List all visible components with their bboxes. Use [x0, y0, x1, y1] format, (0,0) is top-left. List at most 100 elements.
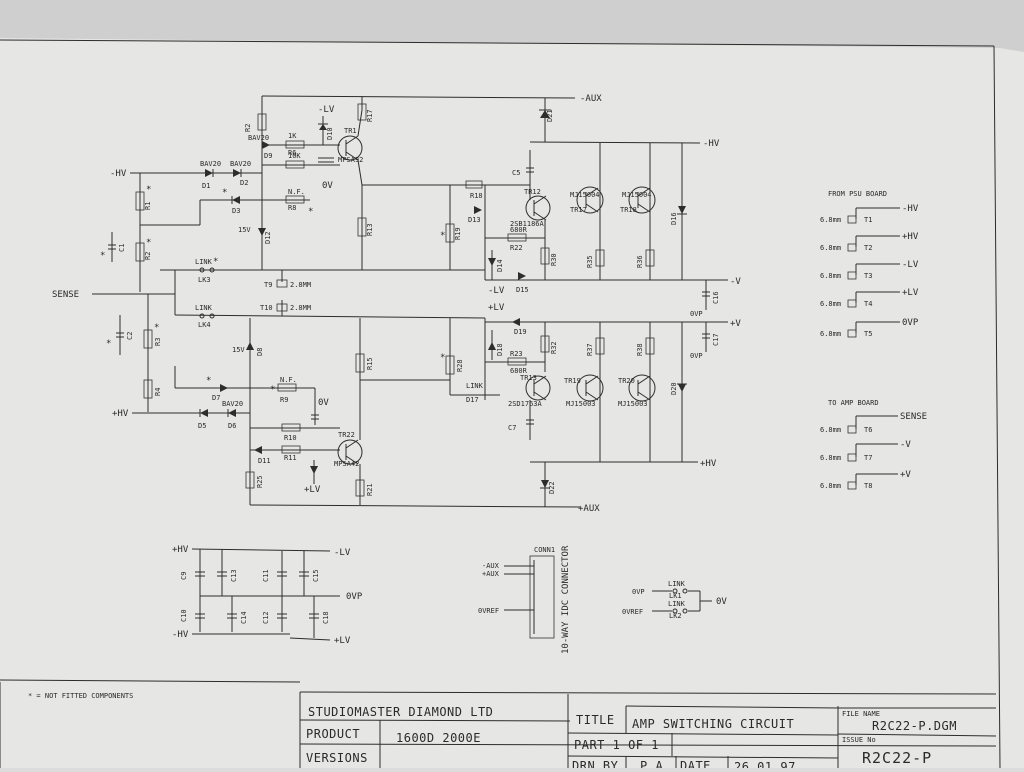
svg-text:*: * [440, 231, 445, 241]
svg-text:D3: D3 [232, 207, 240, 215]
svg-text:+LV: +LV [334, 636, 351, 646]
svg-text:6.8mm: 6.8mm [820, 482, 841, 490]
sense-label: SENSE [52, 290, 79, 300]
tr17-part: MJ15004 [570, 191, 600, 199]
svg-text:N.F.: N.F. [288, 188, 305, 196]
tr20-part: MJ15003 [618, 400, 648, 408]
svg-text:D5: D5 [198, 422, 206, 430]
svg-text:D14: D14 [496, 259, 504, 272]
tr18-part: MJ15004 [622, 191, 652, 199]
svg-text:*: * [270, 385, 275, 395]
amp-terminal-t6: 6.8mm T6 SENSE [820, 412, 927, 434]
transistor-tr22 [337, 439, 363, 465]
decoupling-block: +HV -LV C9 C13 C11 C15 0VP C10 C14 C12 C… [172, 545, 363, 646]
psu-terminal-t5: 6.8mm T5 0VP [820, 318, 919, 338]
svg-text:-LV: -LV [334, 548, 351, 558]
svg-text:-AUX: -AUX [482, 562, 500, 570]
svg-text:R1: R1 [144, 202, 152, 210]
svg-text:D17: D17 [466, 396, 479, 404]
svg-text:LK2: LK2 [669, 612, 682, 620]
svg-text:T1: T1 [864, 216, 872, 224]
drn-label: DRN BY [572, 759, 619, 768]
link-d17-label: LINK [466, 382, 484, 390]
svg-text:*: * [440, 353, 445, 363]
svg-text:C14: C14 [240, 611, 248, 624]
rail-neg-hv-in: -HV [110, 169, 127, 179]
tr19-ref: TR19 [564, 377, 581, 385]
svg-text:D19: D19 [514, 328, 527, 336]
tr12-ref: TR12 [524, 188, 541, 196]
svg-text:0VP: 0VP [690, 310, 703, 318]
svg-text:D11: D11 [258, 457, 271, 465]
tr22-ref: TR22 [338, 431, 355, 439]
svg-text:SENSE: SENSE [900, 412, 927, 422]
svg-text:R28: R28 [456, 359, 464, 372]
svg-text:-LV: -LV [318, 105, 335, 115]
svg-text:R8: R8 [288, 204, 296, 212]
svg-text:R4: R4 [154, 388, 162, 396]
tr12-part: 2SB1186A [510, 220, 545, 228]
svg-text:R32: R32 [550, 341, 558, 354]
svg-text:D18: D18 [496, 343, 504, 356]
svg-text:+LV: +LV [488, 303, 505, 313]
rail-pos-aux: +AUX [578, 504, 600, 514]
rail-neg-aux: -AUX [580, 94, 602, 104]
transistor-tr13 [525, 375, 551, 401]
file-name-label: FILE NAME [842, 710, 880, 718]
svg-text:R22: R22 [510, 244, 523, 252]
rail-neg-v: -V [730, 277, 741, 287]
connector-name: 10-WAY IDC CONNECTOR [561, 545, 571, 654]
svg-text:BAV20: BAV20 [248, 134, 269, 142]
transistor-tr1 [337, 135, 363, 161]
svg-text:D22: D22 [548, 481, 556, 494]
tr20-ref: TR20 [618, 377, 635, 385]
svg-text:R19: R19 [454, 227, 462, 240]
svg-text:C13: C13 [230, 569, 238, 582]
svg-text:C17: C17 [712, 333, 720, 346]
svg-text:*: * [308, 207, 313, 217]
svg-text:2.8MM: 2.8MM [290, 304, 311, 312]
rail-pos-v: +V [730, 319, 741, 329]
svg-text:R2: R2 [244, 124, 252, 132]
svg-text:C5: C5 [512, 169, 520, 177]
product-label: PRODUCT [306, 727, 360, 741]
product-value: 1600D 2000E [396, 731, 481, 745]
drn-value: P.A. [640, 759, 671, 768]
svg-text:R30: R30 [550, 253, 558, 266]
svg-text:6.8mm: 6.8mm [820, 300, 841, 308]
rail-pos-hv-out: +HV [700, 459, 717, 469]
svg-text:R9: R9 [280, 396, 288, 404]
rail-neg-hv-top: -HV [703, 139, 720, 149]
psu-terminal-t4: 6.8mm T4 +LV [820, 288, 919, 308]
svg-text:D10: D10 [326, 127, 334, 140]
svg-text:C1: C1 [118, 244, 126, 252]
date-label: DATE [680, 759, 711, 768]
svg-text:R35: R35 [586, 255, 594, 268]
svg-text:680R: 680R [510, 226, 528, 234]
svg-text:R2: R2 [144, 252, 152, 260]
svg-text:0VP: 0VP [690, 352, 703, 360]
tp-t9: T9 [264, 281, 272, 289]
part-label: PART 1 OF 1 [574, 738, 659, 752]
svg-text:R36: R36 [636, 255, 644, 268]
svg-text:-LV: -LV [488, 286, 505, 296]
tr1-part: MPSA92 [338, 156, 363, 164]
link-lk3-label: LINK [195, 258, 213, 266]
svg-text:+LV: +LV [304, 485, 321, 495]
svg-text:LK1: LK1 [669, 592, 682, 600]
svg-text:0V: 0V [716, 597, 727, 607]
psu-terminal-t1: 6.8mm T1 -HV [820, 204, 919, 224]
file-name: R2C22-P.DGM [872, 719, 957, 733]
tr13-ref: TR13 [520, 374, 537, 382]
svg-text:D2: D2 [240, 179, 248, 187]
svg-text:LINK: LINK [668, 600, 686, 608]
link-lk4: LK4 [198, 321, 211, 329]
svg-text:*: * [100, 251, 105, 261]
tr17-ref: TR17 [570, 206, 587, 214]
svg-text:D12: D12 [264, 231, 272, 244]
svg-text:*: * [146, 185, 151, 195]
svg-text:6.8mm: 6.8mm [820, 426, 841, 434]
issue-number: R2C22-P [862, 749, 932, 767]
svg-text:C12: C12 [262, 611, 270, 624]
